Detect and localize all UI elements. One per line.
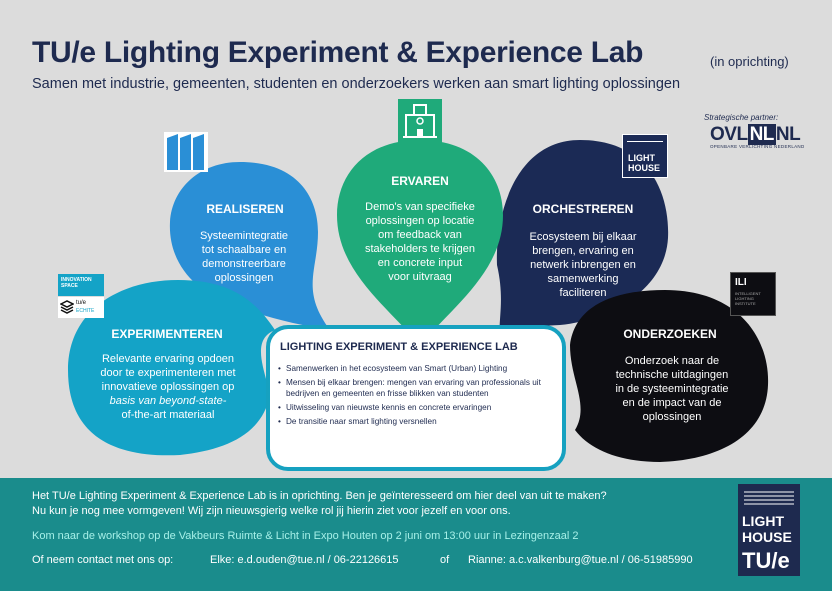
contact-label: Of neem contact met ons op:	[32, 554, 174, 566]
drop-title-orchestreren: ORCHESTREREN	[532, 202, 634, 216]
page-title: TU/e Lighting Experiment & Experience La…	[32, 36, 644, 69]
contact-elke[interactable]: Elke: e.d.ouden@tue.nl / 06-22126615	[210, 554, 399, 566]
footer-line-2: Nu kun je nog mee vormgeven! Wij zijn ni…	[32, 505, 511, 517]
drop-title-realiseren: REALISEREN	[206, 202, 284, 216]
footer-line-3: Kom naar de workshop op de Vakbeurs Ruim…	[32, 530, 579, 542]
innovation-space-icon: INNOVATION SPACE tu/e ECHITE	[58, 274, 104, 318]
building-icon	[164, 132, 208, 172]
list-item: Samenwerken in het ecosysteem van Smart …	[278, 363, 560, 374]
drop-title-experimenteren: EXPERIMENTEREN	[111, 327, 223, 341]
list-item: De transitie naar smart lighting versnel…	[278, 416, 560, 427]
ili-icon: ILI INTELLIGENT LIGHTING INSTITUTE	[730, 272, 776, 316]
lighthouse-tue-logo: LIGHT HOUSE TU/e	[738, 484, 800, 576]
drop-text-realiseren: Systeemintegratie tot schaalbare en demo…	[199, 230, 289, 284]
title-suffix: (in oprichting)	[710, 54, 789, 69]
list-item: Uitwisseling van nieuwste kennis en conc…	[278, 402, 560, 413]
partner-label: Strategische partner:	[704, 113, 779, 122]
drop-orchestreren	[496, 140, 669, 335]
drop-text-orchestreren: Ecosysteem bij elkaar brengen, ervaring …	[529, 231, 637, 299]
city-hall-icon	[398, 99, 442, 143]
drop-onderzoeken	[570, 290, 769, 462]
drop-text-ervaren: Demo's van specifieke oplossingen op loc…	[364, 201, 476, 283]
list-item: Mensen bij elkaar brengen: mengen van er…	[278, 377, 560, 399]
footer: Het TU/e Lighting Experiment & Experienc…	[0, 478, 832, 591]
contact-or: of	[440, 554, 450, 566]
drop-ervaren	[337, 140, 503, 345]
drop-text-experimenteren: Relevante ervaring opdoen door te experi…	[100, 353, 236, 421]
drop-title-onderzoeken: ONDERZOEKEN	[623, 327, 717, 341]
center-title: LIGHTING EXPERIMENT & EXPERIENCE LAB	[280, 341, 518, 353]
drop-text-onderzoeken: Onderzoek naar de technische uitdagingen…	[615, 355, 729, 423]
center-list: Samenwerken in het ecosysteem van Smart …	[278, 363, 560, 430]
lighthouse-icon: LIGHT HOUSE	[622, 134, 668, 178]
page-subtitle: Samen met industrie, gemeenten, studente…	[32, 76, 681, 92]
footer-line-1: Het TU/e Lighting Experiment & Experienc…	[32, 490, 607, 502]
drop-experimenteren	[68, 280, 275, 456]
drop-title-ervaren: ERVAREN	[391, 174, 449, 188]
center-box: LIGHTING EXPERIMENT & EXPERIENCE LAB Sam…	[266, 325, 566, 471]
contact-rianne[interactable]: Rianne: a.c.valkenburg@tue.nl / 06-51985…	[468, 554, 693, 566]
